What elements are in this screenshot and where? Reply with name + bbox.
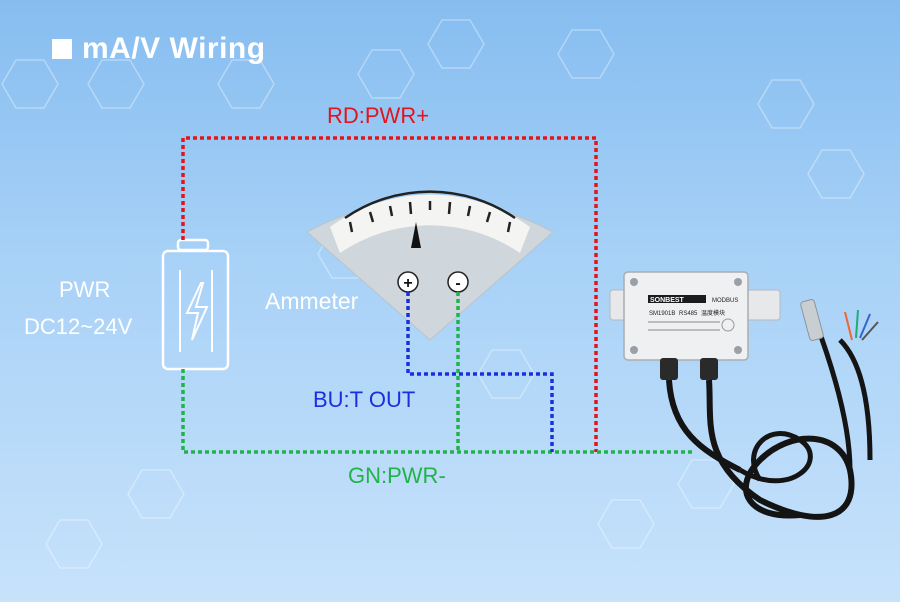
gauge-ticks: [348, 201, 512, 233]
power-voltage-label: DC12~24V: [24, 314, 133, 339]
page-title: mA/V Wiring: [52, 32, 266, 66]
red-wire-label: RD:PWR+: [327, 103, 430, 128]
device-interface: RS485: [679, 311, 698, 317]
gauge-needle: [411, 222, 421, 248]
device-model: SM1901B: [649, 311, 675, 317]
power-label: PWR: [59, 277, 111, 302]
ammeter-gauge: + -: [306, 190, 554, 341]
battery-icon: [161, 238, 230, 371]
device-name: 温度模块: [701, 309, 725, 317]
blue-wire-label: BU:T OUT: [313, 387, 416, 412]
green-wire: [181, 369, 692, 454]
blue-wire: [406, 292, 554, 452]
green-wire-label: GN:PWR-: [348, 463, 446, 488]
ammeter-minus-label: -: [455, 275, 460, 292]
ammeter-plus-label: +: [403, 275, 412, 292]
ammeter-label: Ammeter: [265, 288, 359, 314]
device-brand: SONBEST: [650, 297, 685, 304]
red-wire: [181, 136, 598, 452]
device-protocol: MODBUS: [712, 298, 738, 304]
transmitter-module: SONBEST MODBUS SM1901B RS485 温度模块: [609, 271, 879, 520]
title-text: mA/V Wiring: [82, 32, 266, 65]
title-bullet-square: [52, 39, 72, 59]
